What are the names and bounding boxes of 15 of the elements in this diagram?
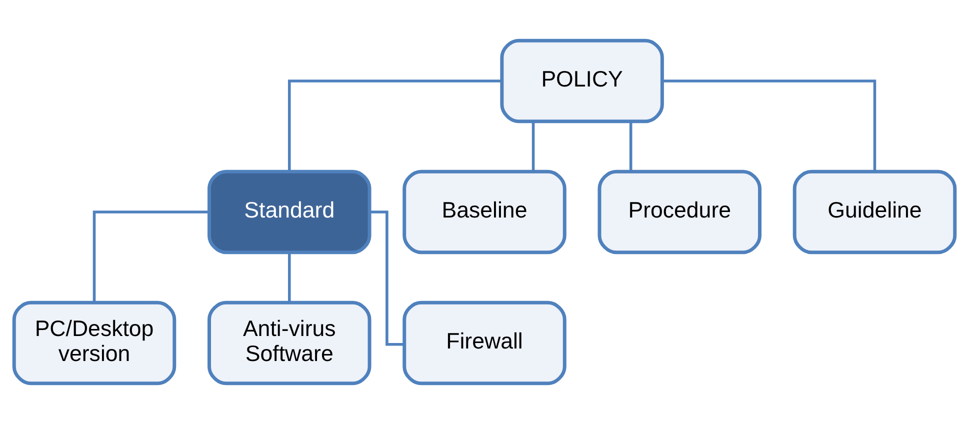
connector [662, 79, 876, 171]
node-box: Baseline [402, 169, 566, 254]
connector [288, 252, 291, 302]
node-box: Anti-virus Software [208, 300, 372, 385]
connector [629, 121, 632, 171]
connector [92, 210, 209, 302]
node-box: PC/Desktop version [12, 300, 176, 385]
node-box: Procedure [598, 169, 762, 254]
connector [288, 79, 502, 171]
node-box: Standard [208, 169, 372, 254]
connector [370, 210, 404, 346]
node-box: POLICY [500, 38, 664, 123]
node-box: Guideline [792, 169, 957, 254]
node-box: Firewall [402, 300, 566, 385]
connector [532, 121, 535, 171]
